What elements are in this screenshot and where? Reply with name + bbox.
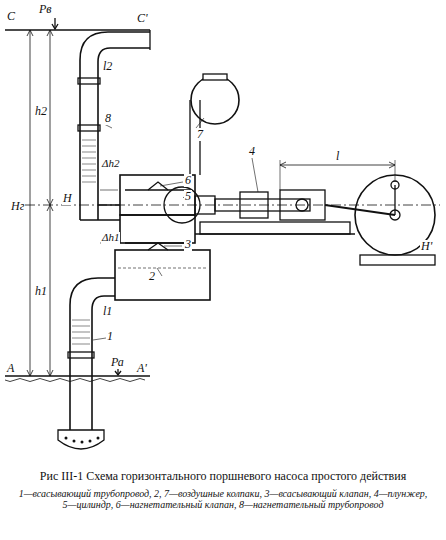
callout-label: 7 [196, 128, 204, 141]
figure-caption: Рис III-1 Схема горизонтального поршнево… [18, 470, 428, 484]
callout-label: С [6, 10, 16, 23]
parts-list: 1—всасывающий трубопровод, 2, 7—воздушны… [18, 488, 428, 511]
callout-label: 6 [184, 174, 192, 187]
callout-label: Δh2 [101, 158, 120, 170]
callout-label: 8 [104, 112, 112, 125]
callout-label: 5 [184, 190, 192, 203]
callout-label: Н [62, 192, 73, 205]
callout-label: А [6, 362, 15, 375]
callout-label: l [335, 150, 340, 163]
callout-label: Δh1 [101, 232, 120, 244]
callout-label: 1 [106, 330, 114, 343]
callout-label: А' [136, 362, 148, 375]
callout-label: l1 [102, 305, 113, 318]
callout-label: Рв [38, 3, 53, 16]
callout-label: 3 [184, 238, 192, 251]
callout-label: 4 [248, 145, 256, 158]
callout-label: Н' [420, 240, 433, 253]
callout-label: h2 [34, 105, 48, 118]
callout-label: 2 [148, 270, 156, 283]
callout-label: Ра [110, 356, 125, 369]
callout-label: Нг [10, 200, 25, 213]
callout-label: С' [136, 12, 149, 25]
callout-label: l2 [102, 60, 113, 73]
callout-label: h1 [34, 285, 48, 298]
